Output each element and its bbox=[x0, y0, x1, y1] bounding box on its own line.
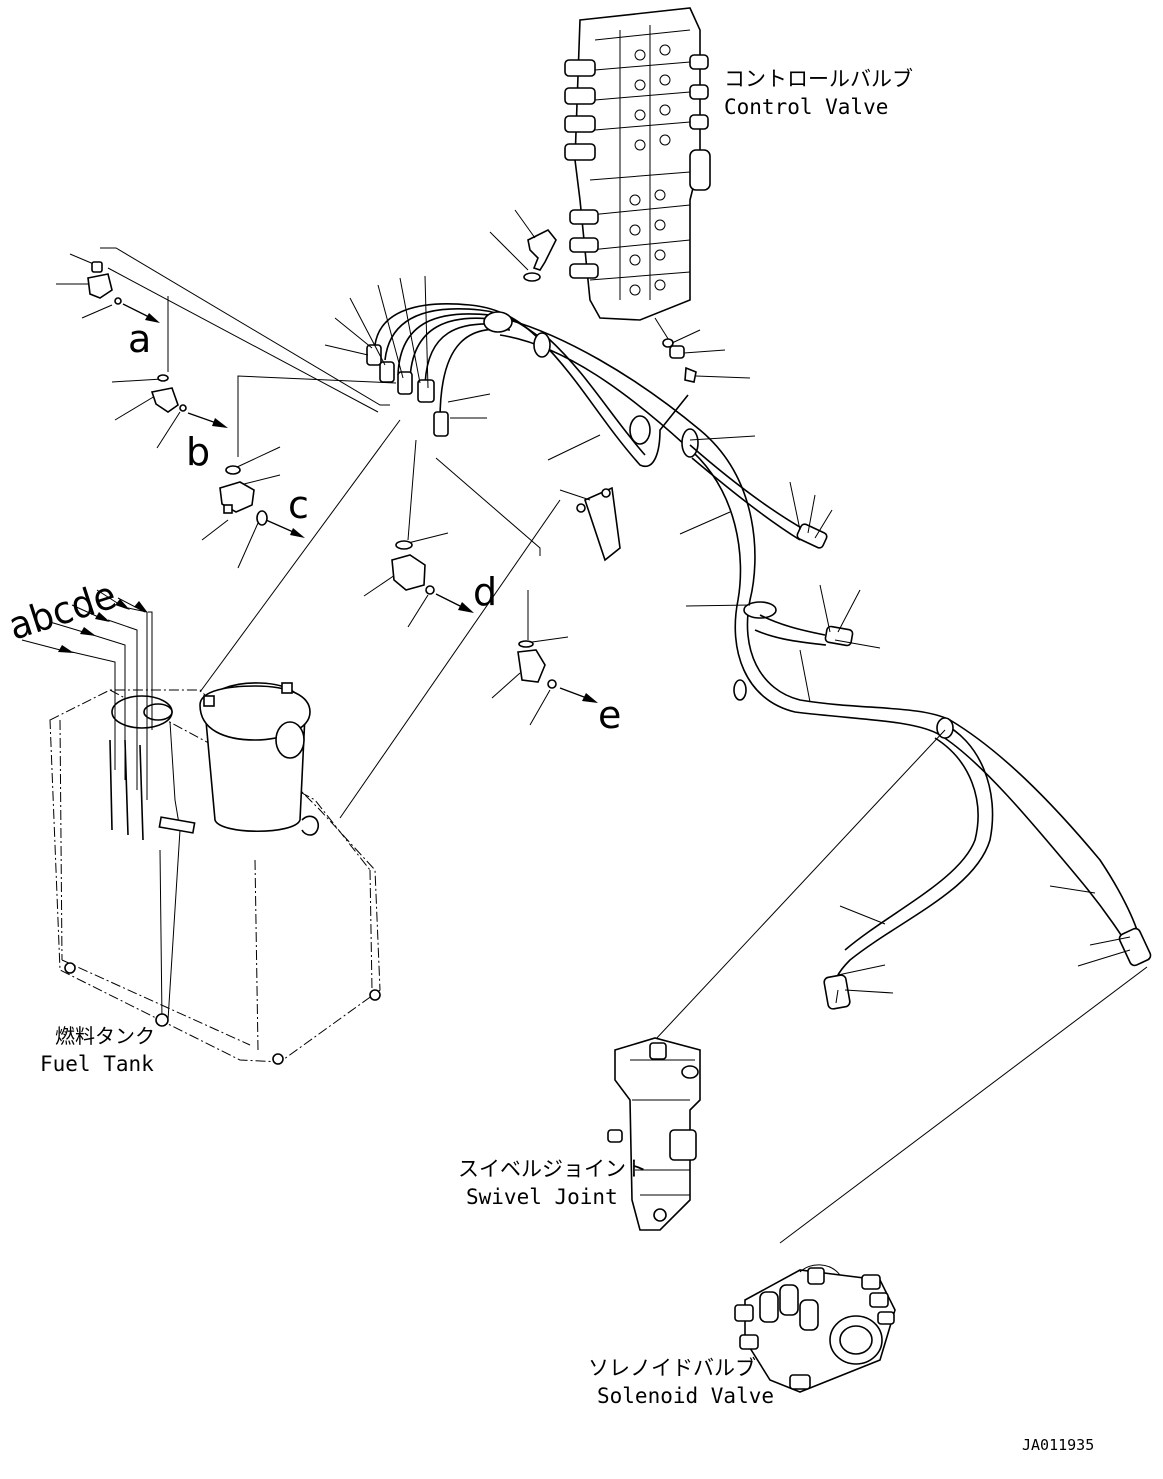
connection-letter-d: d bbox=[473, 570, 497, 614]
connection-e-parts bbox=[491, 636, 598, 726]
solenoid-valve-drawing bbox=[734, 1264, 896, 1393]
fuel-tank-label-en: Fuel Tank bbox=[40, 1052, 154, 1076]
fuel-tank-drawing bbox=[49, 682, 381, 1065]
hose-fittings bbox=[366, 344, 449, 437]
drawing-code: JA011935 bbox=[1022, 1436, 1094, 1454]
fuel-tank-label-ja: 燃料タンク bbox=[55, 1024, 155, 1048]
connection-letter-a: a bbox=[128, 317, 151, 361]
tank-letters: abcde bbox=[3, 573, 121, 649]
leader-lines bbox=[324, 275, 1131, 1004]
swivel-joint-label-ja: スイベルジョイント bbox=[458, 1157, 647, 1181]
banjo-bolt bbox=[489, 209, 557, 282]
routing-lines bbox=[100, 247, 1148, 1244]
control-valve-drawing bbox=[564, 7, 711, 321]
solenoid-valve-label-en: Solenoid Valve bbox=[597, 1384, 774, 1408]
connection-letter-b: b bbox=[186, 430, 210, 474]
connection-d-parts bbox=[363, 532, 474, 628]
solenoid-valve-label-ja: ソレノイドバルブ bbox=[588, 1356, 756, 1380]
connection-letter-c: c bbox=[288, 483, 309, 527]
valve-fitting bbox=[654, 317, 751, 383]
connection-a-parts bbox=[56, 253, 160, 323]
hose-bundle bbox=[374, 302, 1152, 1010]
tank-inlet-arrows bbox=[21, 589, 153, 800]
connection-b-parts bbox=[111, 374, 228, 449]
control-valve-label-ja: コントロールバルブ bbox=[724, 67, 913, 91]
bracket bbox=[559, 486, 621, 562]
connection-letter-e: e bbox=[598, 693, 621, 737]
connection-c-parts bbox=[201, 446, 305, 569]
swivel-joint-label-en: Swivel Joint bbox=[466, 1185, 618, 1209]
swivel-joint-drawing bbox=[607, 1037, 701, 1231]
control-valve-label-en: Control Valve bbox=[724, 95, 888, 119]
